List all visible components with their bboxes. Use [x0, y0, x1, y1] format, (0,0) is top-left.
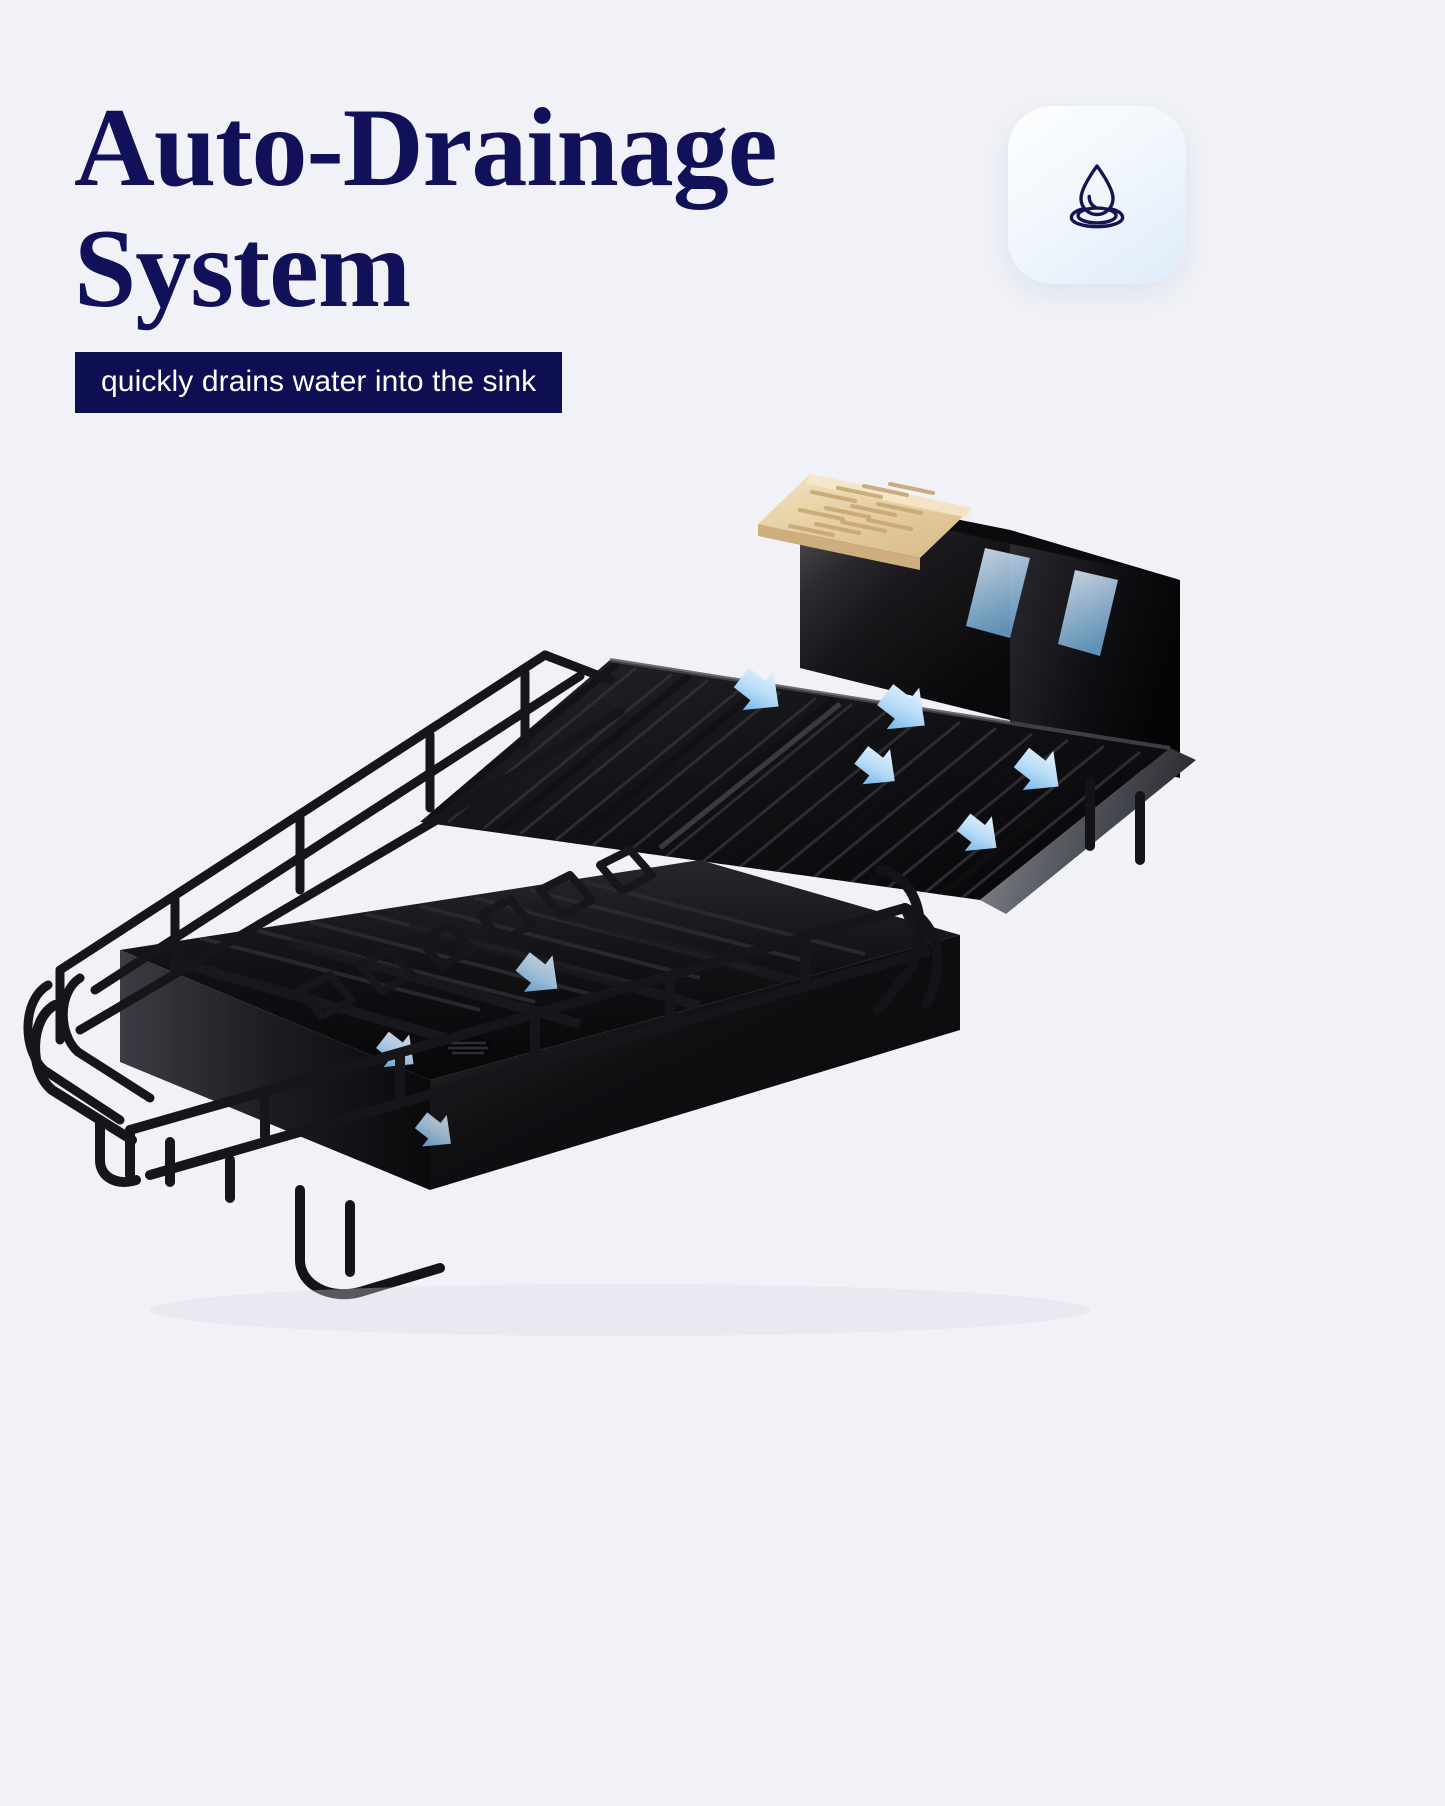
page-title: Auto-Drainage System: [74, 86, 777, 331]
cup-holders: [296, 846, 656, 1020]
feature-badge: [1008, 106, 1186, 284]
product-image: [0, 430, 1445, 1430]
subtitle-text: quickly drains water into the sink: [101, 365, 537, 398]
knife-block: [758, 474, 972, 570]
front-rail: [125, 903, 930, 1180]
side-handle: [30, 1000, 235, 1203]
water-drop-ripple-icon: [1051, 149, 1143, 241]
support-legs: [295, 777, 1145, 1300]
wire-frame: [23, 650, 625, 1125]
subtitle-banner: quickly drains water into the sink: [75, 352, 563, 413]
